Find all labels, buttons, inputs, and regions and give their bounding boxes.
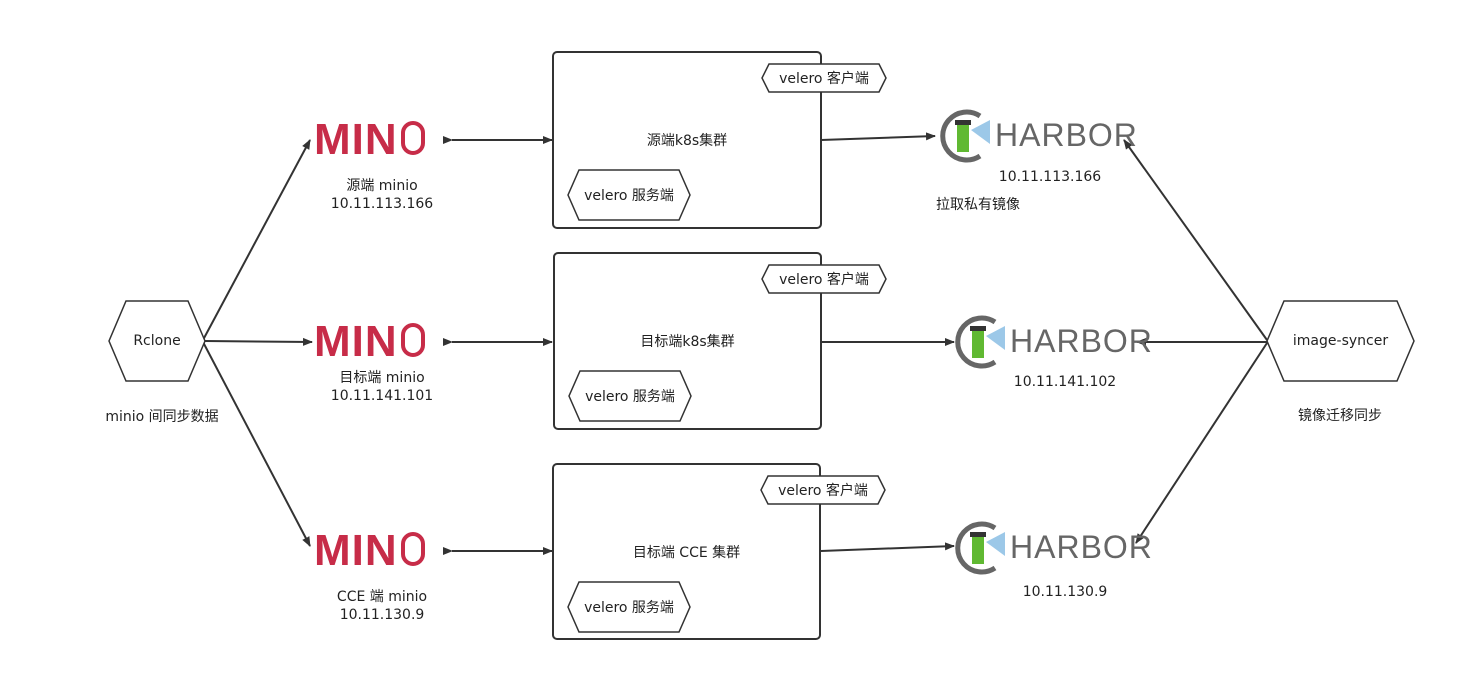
- harbor-logo-source: HARBOR: [940, 108, 1137, 164]
- velero-client-label: velero 客户端: [778, 483, 868, 499]
- tag-hexagon-shape: [567, 169, 691, 221]
- harbor-note-source: 拉取私有镜像: [936, 197, 1020, 213]
- harbor-wordmark: HARBOR: [1010, 323, 1153, 359]
- rclone-label: Rclone: [133, 333, 181, 349]
- tag-hexagon-shape: [760, 475, 886, 505]
- tag-hexagon-shape: [761, 264, 887, 294]
- minio-logo-source: MIN: [314, 118, 425, 162]
- rclone-node[interactable]: Rclone: [108, 300, 206, 382]
- image-syncer-hexagon-shape: [1266, 300, 1415, 382]
- velero-client-tag[interactable]: velero 客户端: [760, 475, 886, 505]
- tag-hexagon-shape: [568, 370, 692, 422]
- harbor-ip-source: 10.11.113.166: [998, 169, 1102, 185]
- minio-caption-target: 目标端 minio: [339, 370, 425, 386]
- minio-o-shape: [400, 532, 425, 566]
- image-syncer-node[interactable]: image-syncer: [1266, 300, 1415, 382]
- arrow-syncer-to-harbor-cce: [1135, 342, 1268, 544]
- velero-server-tag[interactable]: velero 服务端: [568, 370, 692, 422]
- harbor-ip-cce: 10.11.130.9: [1022, 584, 1108, 600]
- tag-hexagon-shape: [567, 581, 691, 633]
- harbor-lighthouse-icon: [940, 109, 990, 163]
- harbor-logo-target: HARBOR: [955, 314, 1152, 370]
- cluster-title: 目标端k8s集群: [640, 334, 735, 350]
- velero-client-tag[interactable]: velero 客户端: [761, 264, 887, 294]
- rclone-caption: minio 间同步数据: [105, 409, 219, 425]
- harbor-wordmark: HARBOR: [995, 117, 1138, 153]
- cluster-title: 源端k8s集群: [646, 133, 728, 149]
- cluster-target[interactable]: 目标端k8s集群 velero 客户端 velero 服务端: [553, 252, 887, 430]
- velero-server-tag[interactable]: velero 服务端: [567, 169, 691, 221]
- minio-ip-source: 10.11.113.166: [330, 196, 434, 212]
- minio-wordmark: MIN: [314, 317, 398, 366]
- cluster-title: 目标端 CCE 集群: [632, 544, 741, 561]
- arrow-cluster-cce-to-harbor: [820, 542, 955, 552]
- arrow-syncer-to-harbor-source: [1123, 139, 1268, 341]
- cluster-source[interactable]: 源端k8s集群 velero 客户端 velero 服务端: [552, 51, 887, 229]
- minio-o-shape: [400, 121, 425, 155]
- minio-caption-source: 源端 minio: [346, 178, 418, 194]
- velero-client-label: velero 客户端: [779, 71, 869, 87]
- minio-wordmark: MIN: [314, 115, 398, 164]
- arrow-rclone-to-minio-source: [202, 139, 311, 341]
- harbor-logo-cce: HARBOR: [955, 520, 1152, 576]
- velero-server-label: velero 服务端: [585, 389, 675, 405]
- rclone-hexagon-shape: [108, 300, 206, 382]
- harbor-ip-target: 10.11.141.102: [1013, 374, 1117, 390]
- harbor-wordmark: HARBOR: [1010, 529, 1153, 565]
- minio-caption-cce: CCE 端 minio: [336, 589, 428, 605]
- harbor-lighthouse-icon: [955, 521, 1005, 575]
- minio-wordmark: MIN: [314, 526, 398, 575]
- minio-logo-target: MIN: [314, 320, 425, 364]
- tag-hexagon-shape: [761, 63, 887, 93]
- minio-o-shape: [400, 323, 425, 357]
- cluster-cce[interactable]: 目标端 CCE 集群 velero 客户端 velero 服务端: [552, 463, 886, 640]
- velero-server-label: velero 服务端: [584, 600, 674, 616]
- arrow-cluster-source-to-harbor: [820, 132, 936, 141]
- image-syncer-caption: 镜像迁移同步: [1298, 408, 1382, 424]
- velero-client-tag[interactable]: velero 客户端: [761, 63, 887, 93]
- velero-server-tag[interactable]: velero 服务端: [567, 581, 691, 633]
- minio-ip-target: 10.11.141.101: [330, 388, 434, 404]
- arrow-rclone-to-minio-target: [204, 337, 313, 346]
- minio-ip-cce: 10.11.130.9: [339, 607, 425, 623]
- arrow-rclone-to-minio-cce: [202, 341, 311, 547]
- image-syncer-label: image-syncer: [1292, 333, 1389, 349]
- harbor-lighthouse-icon: [955, 315, 1005, 369]
- minio-logo-cce: MIN: [314, 529, 425, 573]
- velero-server-label: velero 服务端: [584, 188, 674, 204]
- velero-client-label: velero 客户端: [779, 272, 869, 288]
